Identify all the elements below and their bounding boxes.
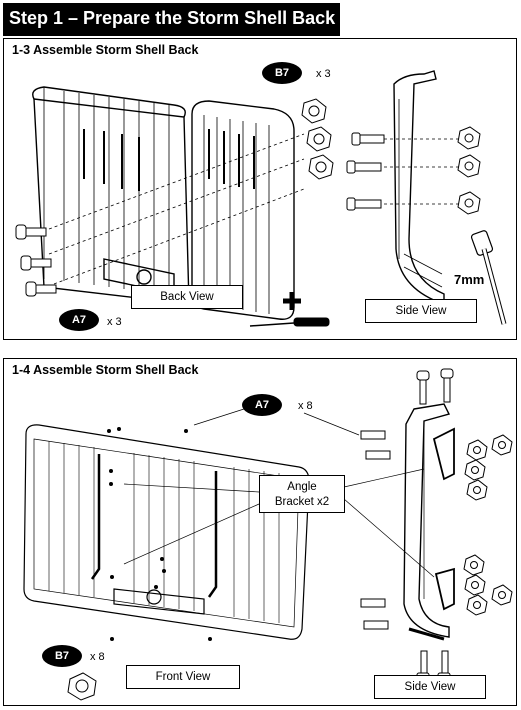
step-header: Step 1 – Prepare the Storm Shell Back <box>3 3 340 36</box>
part-a7-qty-2: x 8 <box>298 400 313 412</box>
part-a7-qty: x 3 <box>107 316 122 328</box>
side-view-drawing-2 <box>403 403 455 641</box>
wrench-size-label: 7mm <box>454 272 485 287</box>
back-view-label: Back View <box>131 285 243 309</box>
part-b7-qty: x 3 <box>316 68 331 80</box>
part-b7-badge: B7 <box>262 62 302 84</box>
nuts-b7 <box>301 98 334 180</box>
front-view-shell <box>23 424 310 640</box>
front-view-label: Front View <box>126 665 240 689</box>
side-view-nuts-2 <box>463 434 513 616</box>
socket-wrench-icon <box>470 230 507 325</box>
plus-icon <box>283 292 301 310</box>
angle-brackets-front <box>90 454 218 598</box>
leader-lines <box>123 408 435 578</box>
part-a7-badge: A7 <box>59 309 99 331</box>
panel-1-4: 1-4 Assemble Storm Shell Back <box>3 358 517 706</box>
side-view-bolts <box>346 132 385 211</box>
panel-1-3: 1-3 Assemble Storm Shell Back <box>3 38 517 340</box>
side-view-nuts <box>457 126 481 215</box>
side-view-drawing <box>393 70 445 305</box>
side-view-bolts-2 <box>360 368 454 682</box>
angle-bracket-line2: Bracket x2 <box>274 496 330 508</box>
part-a7-badge-2: A7 <box>242 394 282 416</box>
step-title: Step 1 – Prepare the Storm Shell Back <box>9 8 336 28</box>
nut-b7-sample <box>67 672 97 701</box>
part-b7-qty-2: x 8 <box>90 651 105 663</box>
panel-1-4-illustration <box>23 368 513 701</box>
panel-1-3-title: 1-3 Assemble Storm Shell Back <box>12 43 199 57</box>
angle-bracket-callout: Angle Bracket x2 <box>259 475 345 513</box>
phillips-screwdriver-icon <box>249 317 330 327</box>
shell-back-left-half <box>32 86 190 305</box>
angle-bracket-line1: Angle <box>287 481 317 493</box>
front-view-screws <box>107 427 212 641</box>
alignment-guides <box>48 133 464 285</box>
panel-1-4-title: 1-4 Assemble Storm Shell Back <box>12 363 199 377</box>
bolts-a7-left <box>15 224 57 297</box>
panel-1-3-illustration <box>15 70 507 327</box>
side-view-label: Side View <box>365 299 477 323</box>
side-view-label-2: Side View <box>374 675 486 699</box>
part-b7-badge-2: B7 <box>42 645 82 667</box>
